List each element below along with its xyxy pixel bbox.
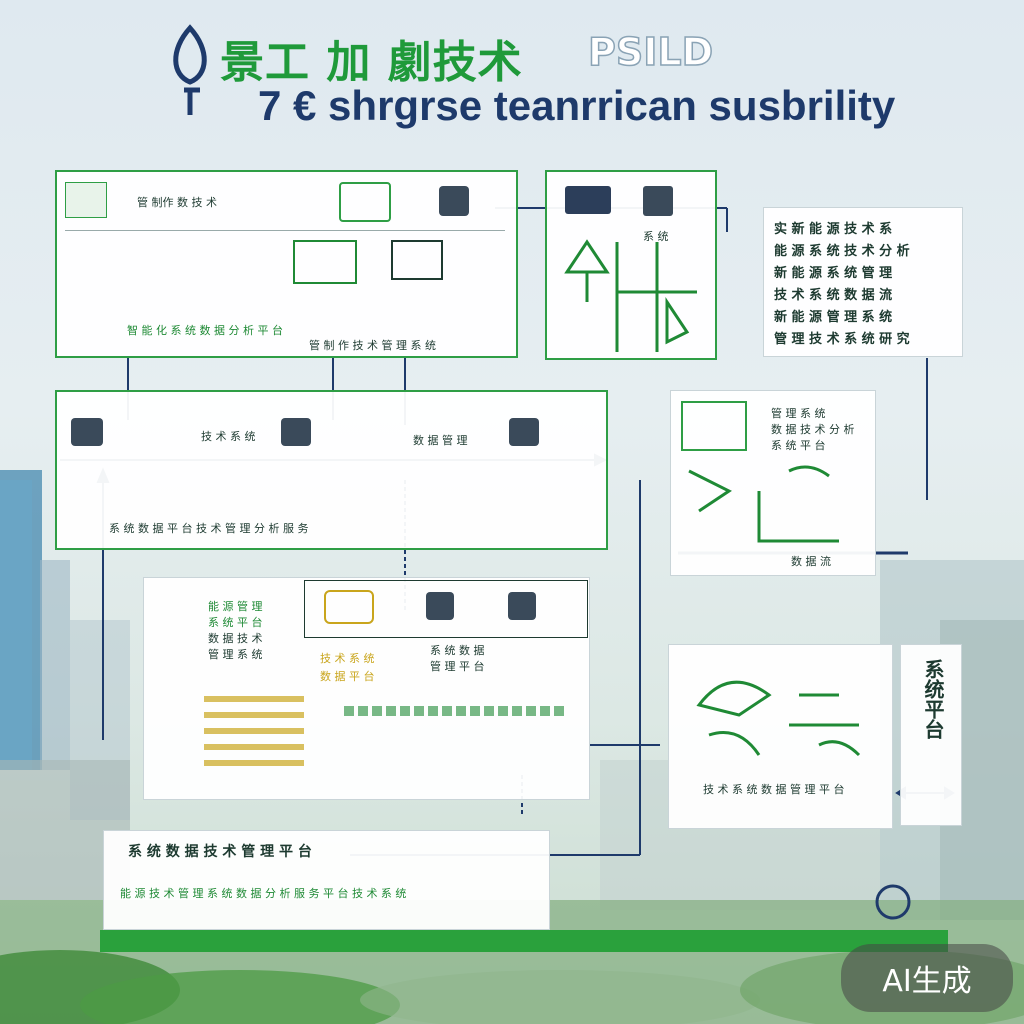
device-icon — [426, 592, 454, 620]
panel-icon — [339, 182, 391, 222]
device-icon — [439, 186, 469, 216]
gear-icon — [324, 590, 374, 624]
lower-right-footer: 技 术 系 统 数 据 管 理 平 台 — [703, 783, 845, 796]
network-diagram-icon — [564, 239, 697, 352]
bottom-heading: 系 统 数 据 技 术 管 理 平 台 — [128, 844, 312, 860]
page-title-tail: PSILD — [587, 29, 714, 75]
lower-col1-line: 能 源 管 理 — [208, 600, 263, 613]
top-main-footer: 管 制 作 技 术 管 理 系 统 — [309, 339, 436, 352]
lower-col3-line: 系 统 数 据 — [430, 644, 485, 657]
middle-main-heading: 技 术 系 统 — [201, 430, 256, 443]
lower-col1-line: 数 据 技 术 — [208, 632, 263, 645]
middle-right-footer: 数 据 流 — [791, 555, 831, 568]
lower-col3-line: 管 理 平 台 — [430, 660, 485, 673]
side-right-label: 系统平台 — [921, 659, 945, 739]
middle-main-panel: 技 术 系 统 数 据 管 理 系 统 数 据 平 台 技 术 管 理 分 析 … — [55, 390, 608, 550]
top-right-line: 新 能 源 系 统 管 理 — [774, 266, 893, 281]
screen-icon — [565, 186, 611, 214]
top-right-panel: 实 新 能 源 技 术 系 能 源 系 统 技 术 分 析 新 能 源 系 统 … — [763, 207, 963, 357]
middle-main-sub: 数 据 管 理 — [413, 434, 468, 447]
middle-right-line: 数 据 技 术 分 析 — [771, 423, 855, 436]
lower-green-row — [344, 706, 564, 716]
flow-sketch-icon — [688, 465, 839, 543]
top-right-line: 技 术 系 统 数 据 流 — [774, 288, 893, 303]
lower-col1-line: 管 理 系 统 — [208, 648, 263, 661]
page-subtitle: 7 € shrgrse teanrrican susbrility — [258, 82, 896, 129]
top-mid-panel: 系 统 — [545, 170, 717, 360]
lower-main-panel: 能 源 管 理 系 统 平 台 数 据 技 术 管 理 系 统 技 术 系 统 … — [143, 577, 590, 800]
lower-yellow-rows — [204, 696, 304, 766]
top-right-line: 实 新 能 源 技 术 系 — [774, 222, 893, 237]
chart-icon — [681, 401, 747, 451]
top-main-row: 智 能 化 系 统 数 据 分 析 平 台 — [127, 324, 283, 337]
bottom-row: 能 源 技 术 管 理 系 统 数 据 分 析 服 务 平 台 技 术 系 统 — [120, 887, 407, 900]
building-sketch-icon — [391, 240, 443, 280]
device-icon — [71, 418, 103, 446]
device-icon — [281, 418, 311, 446]
lower-right-panel: 技 术 系 统 数 据 管 理 平 台 — [668, 644, 893, 829]
device-icon — [643, 186, 673, 216]
device-icon — [508, 592, 536, 620]
lower-col2-line: 技 术 系 统 — [320, 652, 375, 665]
top-right-line: 能 源 系 统 技 术 分 析 — [774, 244, 910, 259]
flow-diagram-icon — [696, 680, 861, 757]
bottom-green-bar — [100, 930, 948, 952]
top-main-panel: 管 制作 数 技 术 智 能 化 系 统 数 据 分 析 平 台 管 制 作 技… — [55, 170, 518, 358]
middle-main-row: 系 统 数 据 平 台 技 术 管 理 分 析 服 务 — [109, 522, 309, 535]
middle-right-line: 管 理 系 统 — [771, 407, 826, 420]
leaf-logo-icon — [173, 24, 207, 115]
lower-col2-line: 数 据 平 台 — [320, 670, 375, 683]
side-right-panel: 系统平台 — [900, 644, 962, 826]
bottom-panel: 系 统 数 据 技 术 管 理 平 台 能 源 技 术 管 理 系 统 数 据 … — [103, 830, 550, 930]
top-right-line: 新 能 源 管 理 系 统 — [774, 310, 893, 325]
machine-sketch-icon — [293, 240, 357, 284]
top-mid-heading: 系 统 — [643, 230, 669, 243]
lower-header-box — [304, 580, 588, 638]
top-main-heading: 管 制作 数 技 术 — [137, 196, 217, 209]
divider — [65, 230, 505, 231]
ai-generated-badge: AI生成 — [841, 944, 1013, 1012]
middle-right-line: 系 统 平 台 — [771, 439, 826, 452]
middle-right-panel: 管 理 系 统 数 据 技 术 分 析 系 统 平 台 数 据 流 — [670, 390, 876, 576]
page-title: 景工 加 劇技术 — [220, 37, 523, 88]
lower-col1-line: 系 统 平 台 — [208, 616, 263, 629]
device-icon — [509, 418, 539, 446]
top-right-line: 管 理 技 术 系 统 研 究 — [774, 332, 910, 347]
qr-icon — [65, 182, 107, 218]
